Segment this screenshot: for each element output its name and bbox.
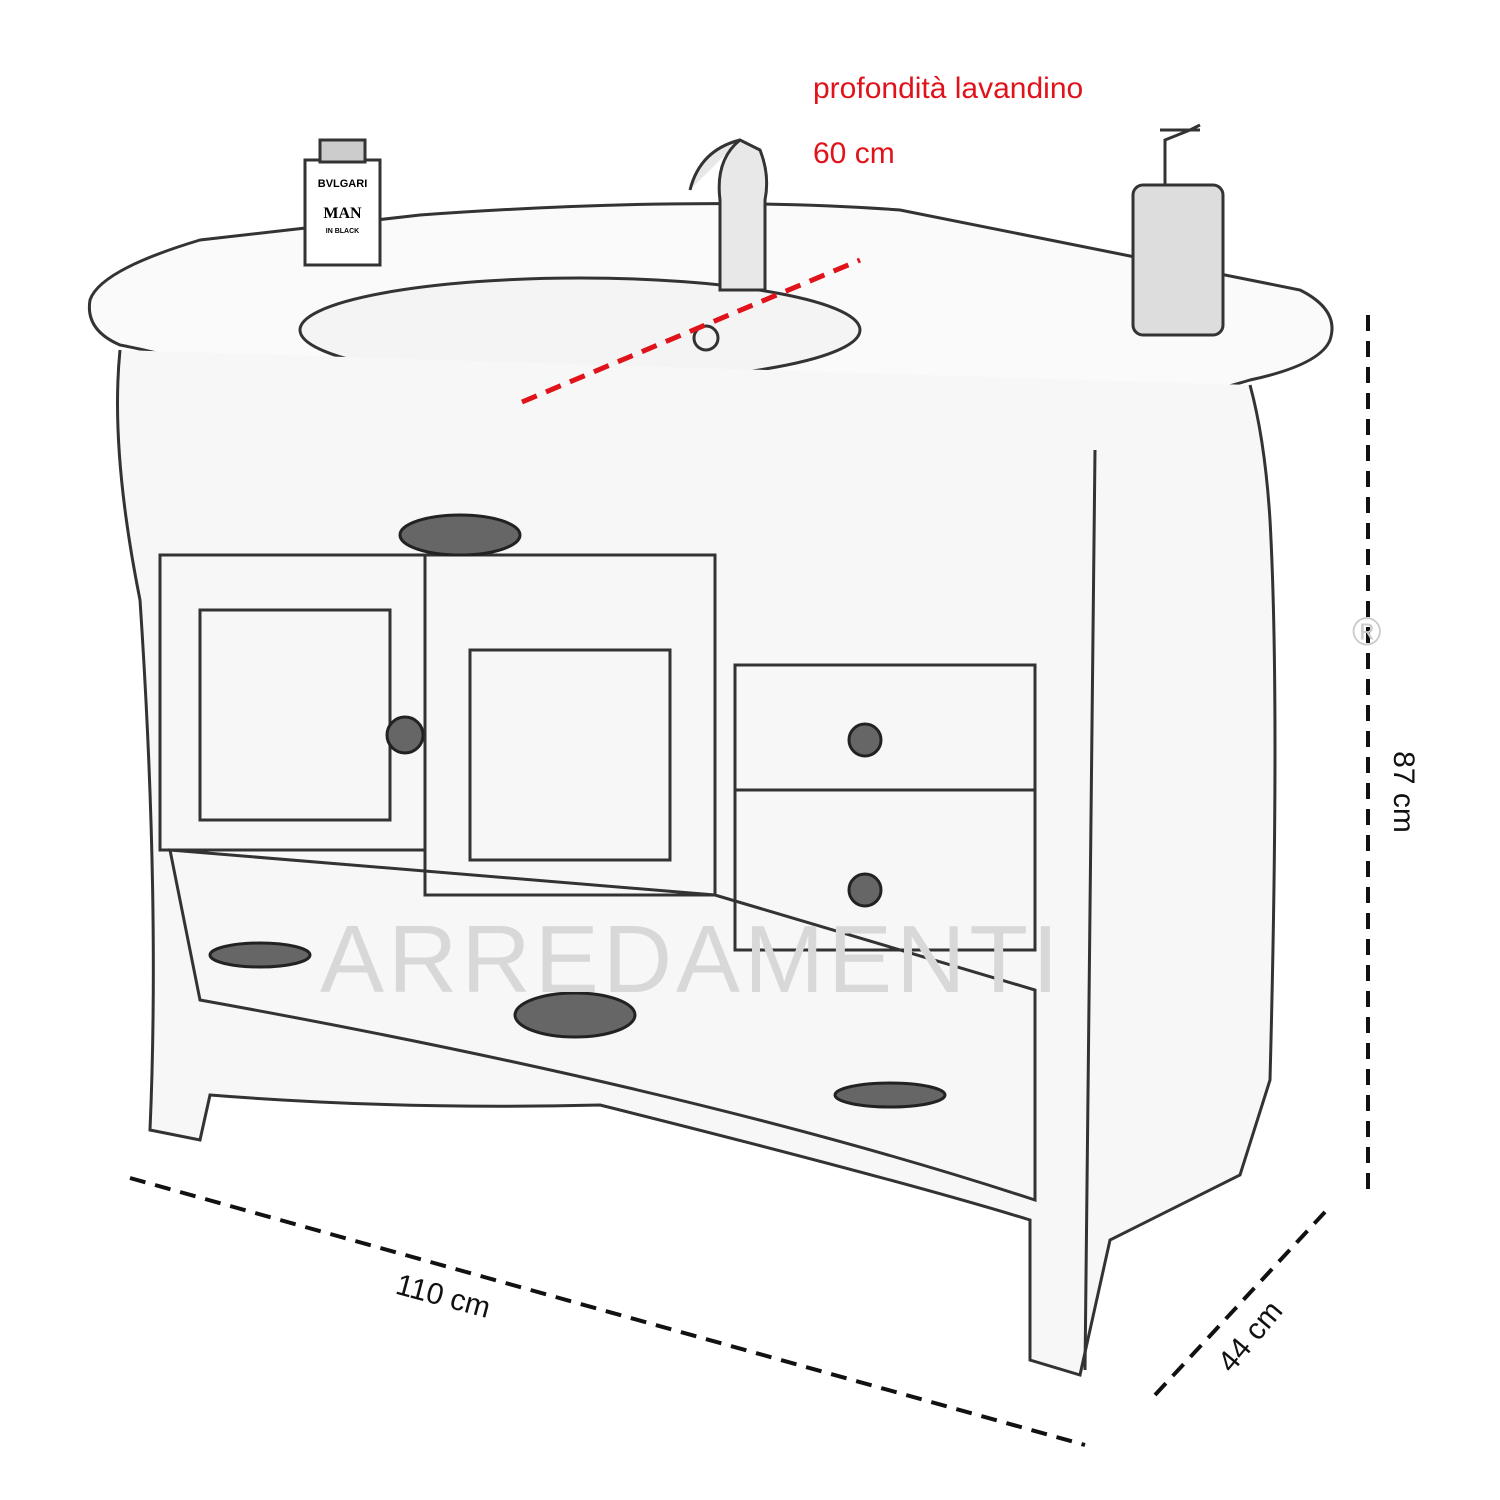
width-line	[129, 1176, 1086, 1447]
knob	[847, 722, 883, 758]
handle	[513, 991, 637, 1039]
right-door	[423, 553, 717, 897]
watermark: ARREDAMENTI	[320, 906, 1063, 1013]
sink-depth-line	[521, 257, 861, 405]
perfume-bottle	[303, 158, 382, 267]
handle	[833, 1081, 947, 1109]
faucet	[688, 138, 769, 292]
handle	[208, 941, 312, 969]
knob	[847, 872, 883, 908]
drain	[692, 324, 720, 352]
perfume-label: BVLGARI MAN IN BLACK	[305, 175, 380, 241]
bottom-drawer	[168, 848, 1037, 1203]
perfume-sub: IN BLACK	[325, 228, 360, 235]
perfume-name: MAN	[323, 205, 362, 222]
middle-drawer	[733, 788, 1037, 952]
soap-dispenser	[1131, 183, 1225, 337]
perfume-brand: BVLGARI	[317, 178, 368, 190]
cabinet-body	[116, 349, 1277, 1377]
sink-depth-label: profondità lavandino	[813, 72, 1084, 105]
registered-mark: ®	[1352, 610, 1382, 654]
height-label: 87 cm	[1386, 751, 1420, 833]
handle	[398, 513, 522, 557]
depth-line	[1153, 1210, 1327, 1397]
knob	[385, 715, 425, 755]
sink-depth-value: 60 cm	[813, 137, 895, 170]
